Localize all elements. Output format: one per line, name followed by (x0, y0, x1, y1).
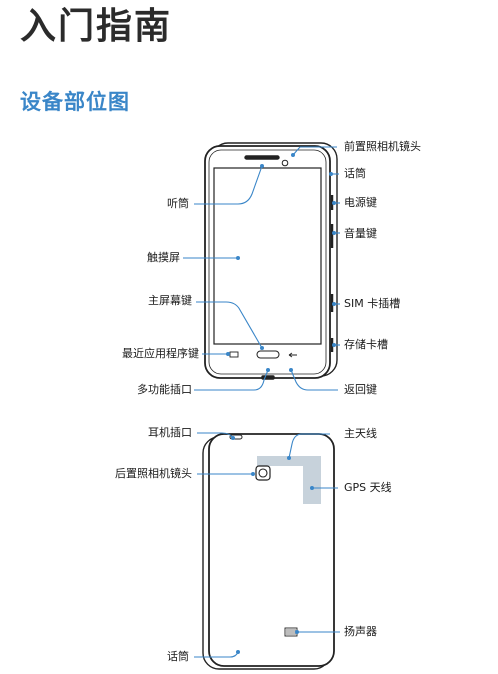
rear-camera-icon (258, 468, 268, 478)
front-bezel-inner (208, 149, 327, 375)
label-sim-slot: SIM 卡插槽 (344, 297, 401, 310)
label-home-key: 主屏幕键 (148, 294, 192, 307)
headset-jack-port (229, 434, 243, 440)
label-power-key: 电源键 (344, 196, 377, 209)
label-gps-antenna: GPS 天线 (344, 481, 392, 494)
recent-apps-icon (229, 351, 239, 358)
front-callout-dots (226, 153, 336, 372)
label-memory-card-slot: 存储卡槽 (344, 338, 388, 351)
back-key-icon (288, 352, 297, 358)
label-main-antenna: 主天线 (344, 427, 377, 440)
back-view-device (202, 433, 335, 670)
label-back-key: 返回键 (344, 383, 377, 396)
back-callout-dots (231, 436, 314, 654)
label-earpiece: 话筒 (344, 167, 366, 180)
rear-camera-housing (255, 465, 271, 481)
main-antenna-area (257, 456, 305, 466)
touchscreen-area (213, 167, 322, 345)
multipurpose-jack-port (261, 375, 275, 380)
label-rear-camera: 后置照相机镜头 (115, 467, 192, 480)
front-camera-icon (281, 159, 289, 167)
label-volume-key: 音量键 (344, 227, 377, 240)
label-speaker-handset: 听筒 (167, 197, 189, 210)
page-title: 入门指南 (20, 6, 173, 47)
label-microphone: 话筒 (167, 650, 189, 663)
front-body (204, 145, 331, 379)
back-callout-lines (194, 432, 340, 658)
label-multipurpose-jack: 多功能插口 (137, 383, 192, 396)
label-touchscreen: 触摸屏 (147, 251, 180, 264)
gps-antenna-area (303, 456, 321, 504)
label-recent-apps-key: 最近应用程序键 (122, 347, 199, 360)
label-headset-jack: 耳机插口 (148, 426, 192, 439)
earpiece-slot (244, 155, 280, 160)
label-front-camera: 前置照相机镜头 (344, 140, 421, 153)
home-key-button (256, 350, 280, 359)
front-view-device (204, 142, 338, 380)
label-speaker: 扬声器 (344, 625, 377, 638)
back-body (208, 433, 335, 667)
section-title: 设备部位图 (20, 90, 130, 114)
